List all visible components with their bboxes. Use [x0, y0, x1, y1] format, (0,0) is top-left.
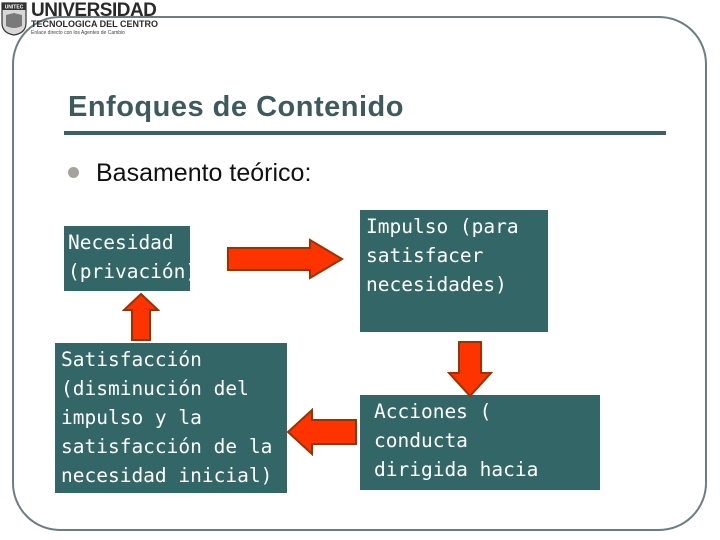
logo-subtitle: TECNOLOGICA DEL CENTRO [31, 19, 159, 29]
logo-title: UNIVERSIDAD [31, 0, 157, 21]
bullet-icon [68, 167, 79, 178]
university-logo: UNITEC UNIVERSIDAD TECNOLOGICA DEL CENTR… [0, 0, 158, 42]
arrow-up-icon [122, 292, 160, 341]
title-underline [64, 131, 666, 135]
satisfaccion-box: Satisfacción (disminución del impulso y … [55, 343, 287, 493]
necesidad-box: Necesidad (privación) [64, 226, 197, 291]
slide-frame [12, 16, 707, 531]
acciones-box: Acciones ( conducta dirigida hacia la me… [360, 395, 600, 510]
arrow-down-icon [447, 341, 493, 398]
impulso-box: Impulso (para satisfacer necesidades) [360, 210, 548, 332]
arrow-right-icon [227, 238, 344, 280]
arrow-left-icon [286, 408, 357, 456]
logo-tagline: Enlace directo con los Agentes de Cambio [31, 30, 125, 36]
emblem-text: UNITEC [5, 5, 24, 11]
bullet-text: Basamento teórico: [96, 159, 312, 187]
university-emblem-icon: UNITEC [1, 2, 27, 36]
slide-title: Enfoques de Contenido [68, 91, 404, 123]
